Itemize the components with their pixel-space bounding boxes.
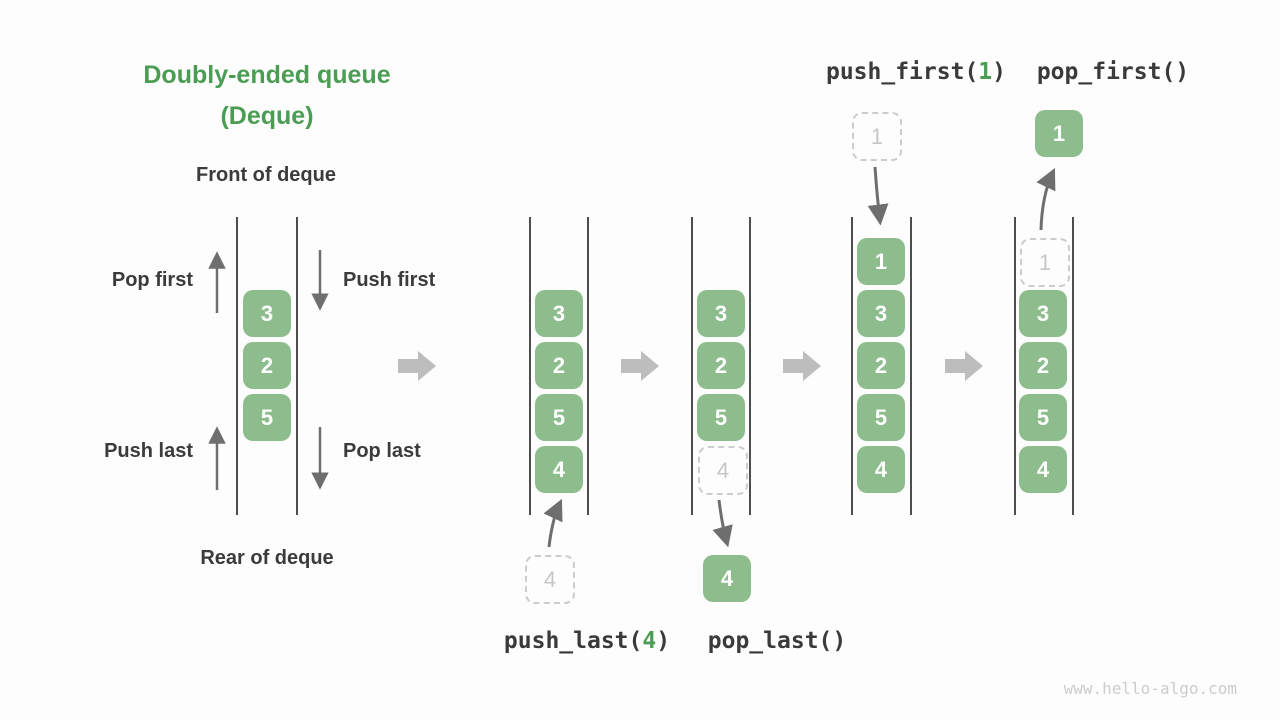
deque-cell: 4 (535, 446, 583, 493)
incoming-element-box: 4 (525, 555, 575, 604)
push-last-call-label: push_last(4) (504, 628, 670, 654)
deque-cell: 3 (697, 290, 745, 337)
deque-cell: 2 (857, 342, 905, 389)
deque-wall-left (529, 217, 531, 515)
transition-arrow-icon (398, 351, 436, 381)
deque-cell: 3 (1019, 290, 1067, 337)
rear-of-deque-label: Rear of deque (200, 547, 334, 569)
deque-cell: 1 (857, 238, 905, 285)
deque-cell: 4 (1019, 446, 1067, 493)
deque-cell: 3 (243, 290, 291, 337)
transition-arrow-icon (945, 351, 983, 381)
deque-wall-right (587, 217, 589, 515)
outgoing-element-box: 4 (703, 555, 751, 602)
push-first-move-arrow-icon (867, 166, 889, 226)
deque-cell: 4 (857, 446, 905, 493)
call-text: ) (656, 628, 671, 654)
transition-arrow-icon (783, 351, 821, 381)
deque-cell: 2 (1019, 342, 1067, 389)
deque-cell: 5 (697, 394, 745, 441)
call-arg: 1 (978, 59, 993, 85)
deque-wall-left (236, 217, 238, 515)
deque-cell: 3 (857, 290, 905, 337)
diagram-title-line2: (Deque) (220, 102, 314, 130)
push-first-call-label: push_first(1) (826, 59, 1006, 85)
deque-cell: 5 (857, 394, 905, 441)
diagram-title: Doubly-ended queue (Deque) (107, 55, 427, 137)
deque-wall-left (851, 217, 853, 515)
deque-wall-right (296, 217, 298, 515)
deque-cell: 2 (535, 342, 583, 389)
deque-cell: 5 (243, 394, 291, 441)
pop-first-call-label: pop_first() (1036, 59, 1190, 85)
deque-cell: 2 (243, 342, 291, 389)
call-text: ) (992, 59, 1007, 85)
pop-first-label: Pop first (111, 269, 193, 291)
pop-last-call-label: pop_last() (707, 628, 847, 654)
pop-last-move-arrow-icon (712, 499, 733, 548)
watermark: www.hello-algo.com (1063, 679, 1237, 698)
deque-cell: 5 (535, 394, 583, 441)
diagram-title-line1: Doubly-ended queue (143, 61, 391, 89)
pop-last-label: Pop last (343, 440, 421, 462)
deque-wall-right (1072, 217, 1074, 515)
call-text: push_first( (825, 59, 979, 85)
incoming-element-box: 1 (852, 112, 902, 161)
front-of-deque-label: Front of deque (196, 164, 336, 186)
pop-first-move-arrow-icon (1036, 167, 1056, 231)
deque-wall-right (910, 217, 912, 515)
removed-element-slot: 1 (1020, 238, 1070, 287)
outgoing-element-box: 1 (1035, 110, 1083, 157)
removed-element-slot: 4 (698, 446, 748, 495)
deque-cell: 2 (697, 342, 745, 389)
deque-wall-left (1014, 217, 1016, 515)
call-arg: 4 (642, 628, 657, 654)
push-first-label: Push first (343, 269, 436, 291)
deque-wall-right (749, 217, 751, 515)
deque-wall-left (691, 217, 693, 515)
deque-cell: 5 (1019, 394, 1067, 441)
call-text: push_last( (503, 628, 643, 654)
deque-cell: 3 (535, 290, 583, 337)
transition-arrow-icon (621, 351, 659, 381)
push-last-move-arrow-icon (543, 498, 563, 548)
push-last-label: Push last (104, 440, 193, 462)
